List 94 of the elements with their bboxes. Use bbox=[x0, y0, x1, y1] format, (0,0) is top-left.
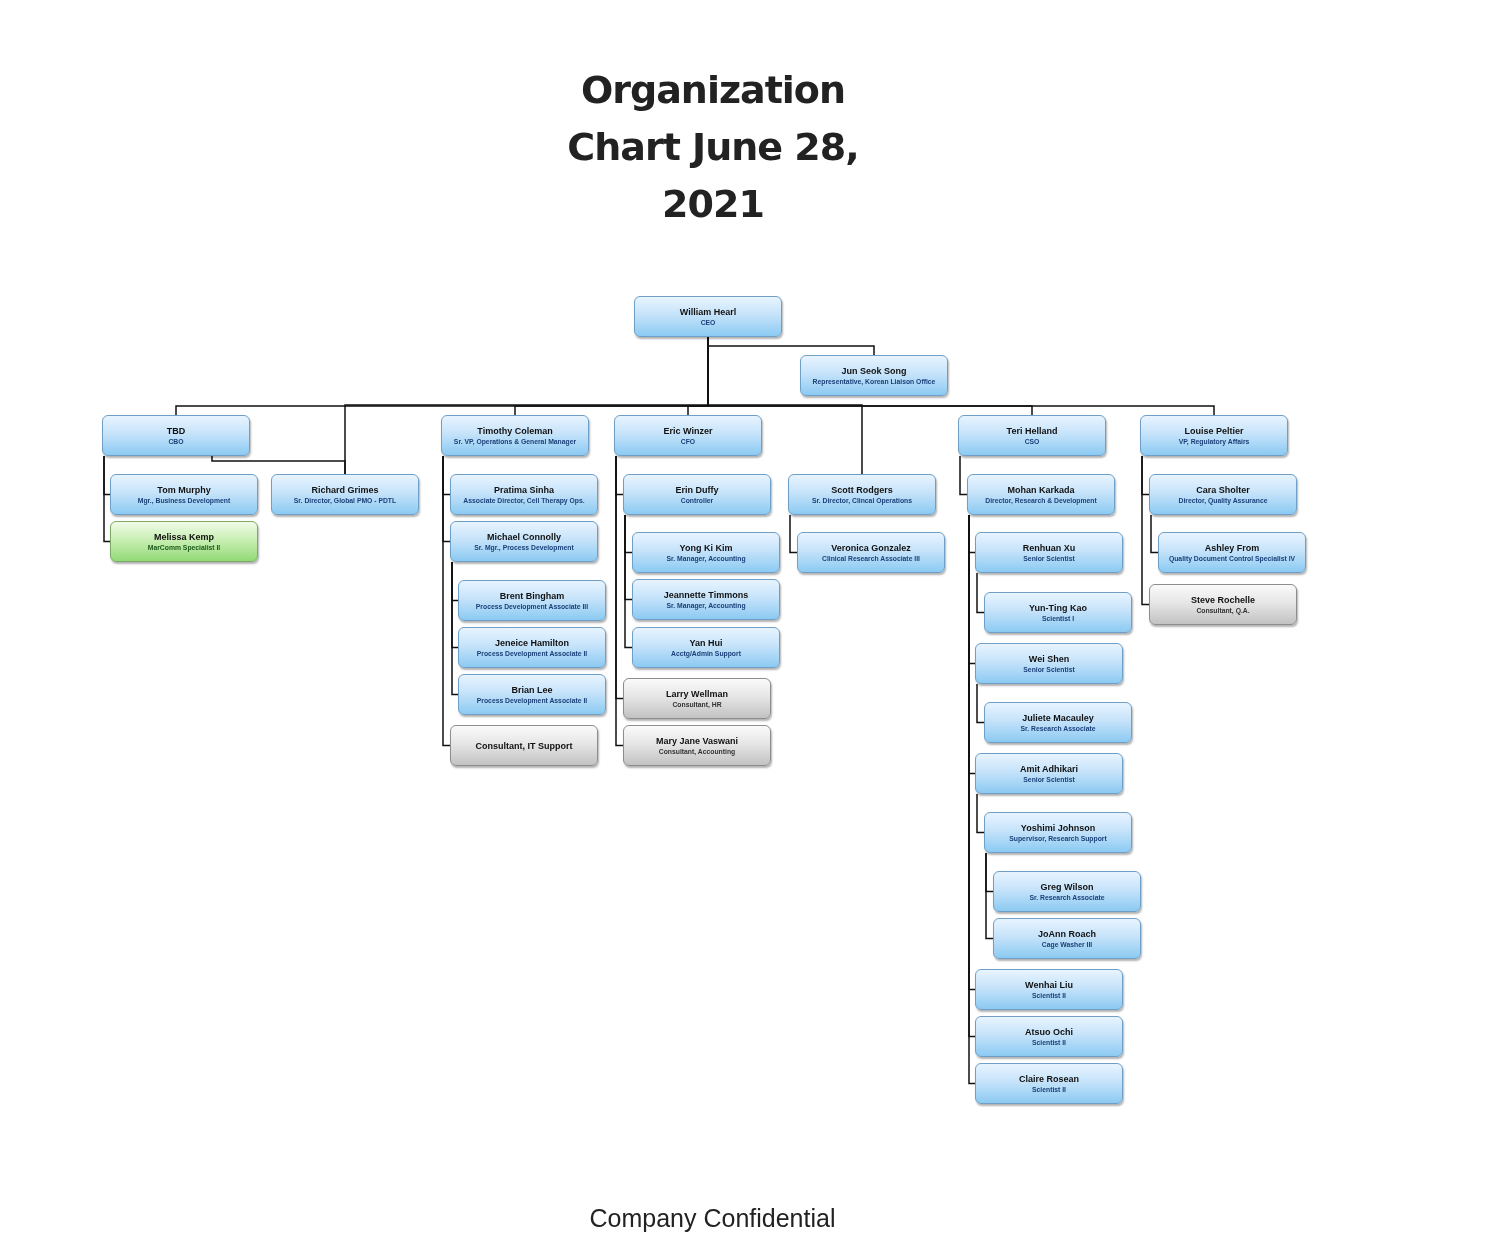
org-box bbox=[984, 592, 1132, 633]
person-name: Yun-Ting Kao bbox=[1029, 601, 1087, 614]
person-name: TBD bbox=[166, 424, 186, 437]
org-box bbox=[797, 532, 945, 573]
person-name: Erin Duffy bbox=[675, 483, 719, 496]
person-name: Ashley From bbox=[1204, 541, 1260, 554]
connector-line bbox=[615, 455, 624, 747]
org-box bbox=[984, 812, 1132, 853]
person-name: Brent Bingham bbox=[499, 589, 565, 602]
person-name: Jeannette Timmons bbox=[663, 588, 749, 601]
person-name: Scott Rodgers bbox=[831, 483, 893, 496]
connector-line bbox=[1141, 455, 1150, 606]
person-name: Yong Ki Kim bbox=[679, 541, 733, 554]
connector-line bbox=[976, 572, 985, 614]
org-box bbox=[1149, 474, 1297, 515]
chart-title: Organization Chart June 28, 2021 bbox=[566, 67, 860, 228]
person-name: Juliete Macauley bbox=[1022, 711, 1094, 724]
connector-line bbox=[624, 514, 633, 649]
org-box bbox=[450, 474, 598, 515]
org-box bbox=[975, 969, 1123, 1010]
org-box bbox=[634, 296, 782, 337]
person-name: Teri Helland bbox=[1006, 424, 1058, 437]
org-box bbox=[1149, 584, 1297, 625]
org-box bbox=[458, 580, 606, 621]
person-name: Timothy Coleman bbox=[477, 424, 553, 437]
org-box bbox=[441, 415, 589, 456]
org-box bbox=[623, 725, 771, 766]
person-name: Consultant, IT Support bbox=[475, 739, 573, 752]
org-box bbox=[632, 627, 780, 668]
person-name: Richard Grimes bbox=[311, 483, 379, 496]
person-name: Tom Murphy bbox=[157, 483, 211, 496]
org-box bbox=[110, 474, 258, 515]
person-name: Brian Lee bbox=[511, 683, 553, 696]
person-name: Larry Wellman bbox=[666, 687, 728, 700]
org-box bbox=[967, 474, 1115, 515]
caption: Company Confidential bbox=[588, 1204, 837, 1233]
connector-line bbox=[211, 455, 346, 475]
connector-line bbox=[789, 514, 798, 554]
org-box bbox=[975, 643, 1123, 684]
org-box bbox=[1158, 532, 1306, 573]
org-box bbox=[975, 1016, 1123, 1057]
org-box bbox=[975, 753, 1123, 794]
org-box bbox=[975, 532, 1123, 573]
person-name: Mary Jane Vaswani bbox=[655, 734, 738, 747]
person-name: Jun Seok Song bbox=[841, 364, 907, 377]
org-box bbox=[975, 1063, 1123, 1104]
org-box bbox=[993, 918, 1141, 959]
person-name: Louise Peltier bbox=[1184, 424, 1244, 437]
org-box bbox=[110, 521, 258, 562]
person-name: Amit Adhikari bbox=[1019, 762, 1079, 775]
org-box bbox=[632, 579, 780, 620]
org-box bbox=[788, 474, 936, 515]
connector-line bbox=[976, 683, 985, 724]
person-name: Michael Connolly bbox=[487, 530, 561, 543]
person-name: Yoshimi Johnson bbox=[1020, 821, 1096, 834]
person-name: William Hearl bbox=[679, 305, 737, 318]
org-box bbox=[271, 474, 419, 515]
person-name: Yan Hui bbox=[689, 636, 723, 649]
person-name: Eric Winzer bbox=[663, 424, 713, 437]
org-box bbox=[1140, 415, 1288, 456]
connector-line bbox=[959, 455, 968, 496]
person-name: Atsuo Ochi bbox=[1025, 1025, 1073, 1038]
connector-line bbox=[985, 852, 994, 940]
org-box bbox=[984, 702, 1132, 743]
person-name: Claire Rosean bbox=[1019, 1072, 1079, 1085]
person-name: Wenhai Liu bbox=[1025, 978, 1073, 991]
person-name: Cara Sholter bbox=[1196, 483, 1250, 496]
org-box bbox=[632, 532, 780, 573]
person-name: Jeneice Hamilton bbox=[495, 636, 569, 649]
person-name: Veronica Gonzalez bbox=[831, 541, 911, 554]
connector-line bbox=[1150, 514, 1159, 554]
org-box bbox=[623, 678, 771, 719]
person-name: Steve Rochelle bbox=[1191, 593, 1255, 606]
org-box bbox=[623, 474, 771, 515]
connector-line bbox=[103, 455, 111, 543]
org-box bbox=[102, 415, 250, 456]
org-box bbox=[450, 725, 598, 766]
connector-line bbox=[451, 561, 459, 696]
org-box bbox=[800, 355, 948, 396]
person-name: Greg Wilson bbox=[1040, 880, 1094, 893]
connector-line bbox=[976, 793, 985, 834]
org-box bbox=[614, 415, 762, 456]
person-name: Pratima Sinha bbox=[494, 483, 554, 496]
person-name: JoAnn Roach bbox=[1038, 927, 1096, 940]
org-box bbox=[993, 871, 1141, 912]
person-name: Renhuan Xu bbox=[1022, 541, 1076, 554]
person-name: Melissa Kemp bbox=[154, 530, 214, 543]
org-box bbox=[458, 627, 606, 668]
org-box bbox=[958, 415, 1106, 456]
org-box bbox=[450, 521, 598, 562]
org-box bbox=[458, 674, 606, 715]
person-name: Wei Shen bbox=[1028, 652, 1070, 665]
connector-line bbox=[442, 455, 451, 747]
person-name: Mohan Karkada bbox=[1007, 483, 1075, 496]
